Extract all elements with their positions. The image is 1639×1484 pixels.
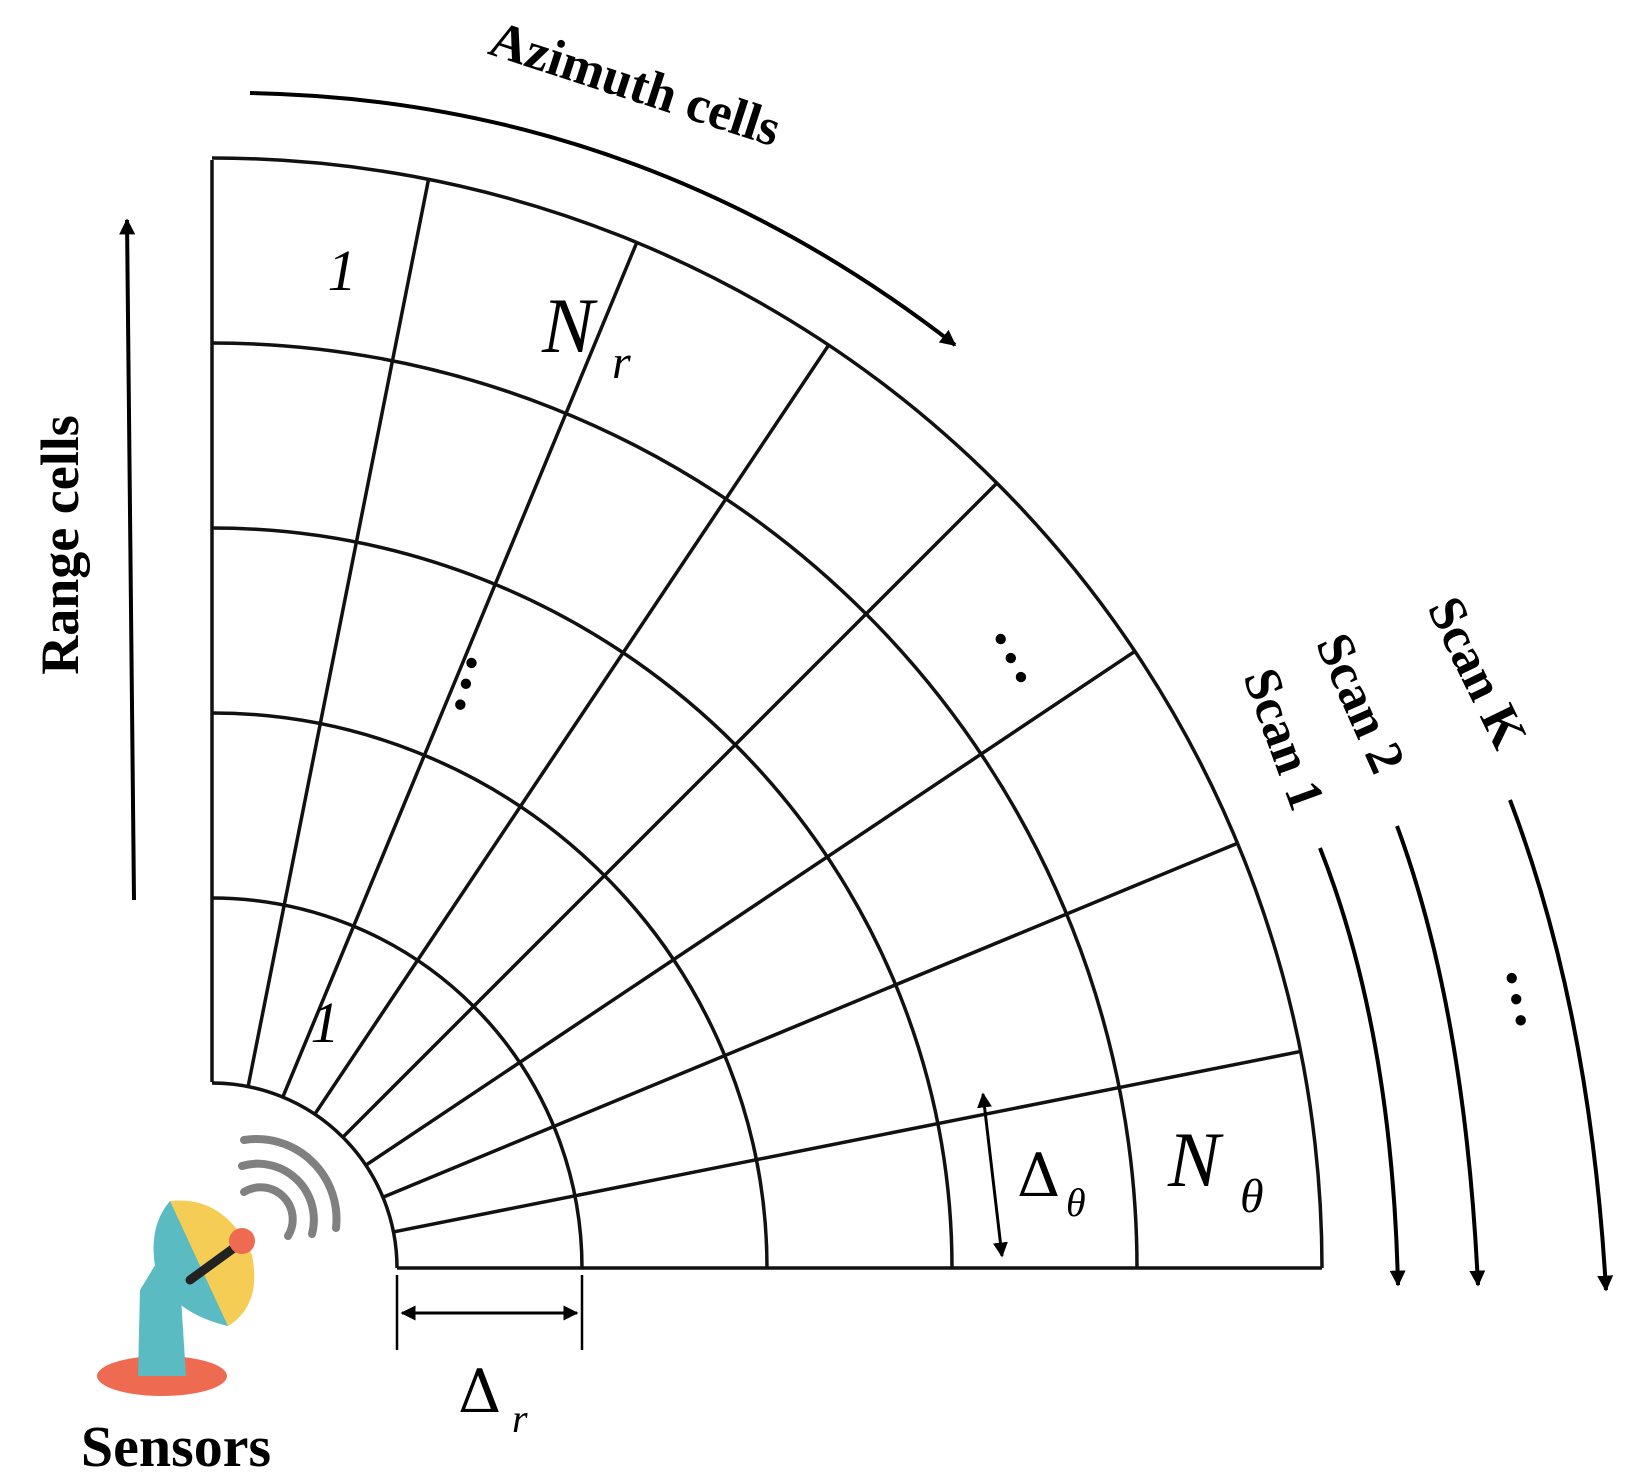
delta-theta-main: Δ [1017,1141,1060,1211]
n-theta-main: N [1167,1116,1224,1203]
azimuth-spoke [382,841,1239,1199]
azimuth-spoke [341,481,999,1139]
delta-r-subscript: r [512,1396,528,1441]
azimuth-spoke [313,344,831,1116]
cell-label-one-top: 1 [328,238,357,303]
azimuth-spoke [246,178,431,1087]
azimuth-cells-label: Azimuth cells [483,11,788,158]
scan-2-arrow [1395,825,1486,1287]
azimuth-arrow [249,91,957,347]
sensors-label: Sensors [81,1414,271,1479]
ellipsis-scans: … [1492,957,1575,1034]
range-arrow [119,218,136,901]
azimuth-spoke [364,649,1136,1167]
cell-label-n-r: N r [541,282,631,389]
ellipsis-range: … [407,639,492,719]
radar-dish-icon [97,1200,255,1396]
delta-theta-arrow [977,1092,1008,1258]
dish-antenna [185,1240,243,1285]
delta-theta-subscript: θ [1066,1180,1086,1225]
cell-label-n-theta: N θ [1167,1116,1264,1223]
azimuth-spoke [393,1049,1302,1234]
scan-k-label: Scan K [1416,588,1538,758]
signal-waves-icon [238,1135,341,1240]
range-cells-label: Range cells [30,415,90,674]
delta-r-main: Δ [458,1357,501,1427]
azimuth-spoke [281,241,639,1098]
scan-k-arrow [1508,799,1614,1292]
scan-1-arrow [1318,847,1406,1287]
delta-r-label: Δ r [458,1357,528,1441]
ellipsis-azimuth: … [980,605,1073,695]
dish-tip [229,1228,255,1254]
n-theta-subscript: θ [1240,1170,1264,1223]
n-r-main: N [541,282,598,369]
polar-cell-grid [211,156,1324,1269]
delta-theta-label: Δ θ [1017,1141,1086,1225]
scan-1-label: Scan 1 [1232,661,1335,818]
cell-label-one-inner: 1 [311,990,340,1055]
n-r-subscript: r [612,336,631,389]
